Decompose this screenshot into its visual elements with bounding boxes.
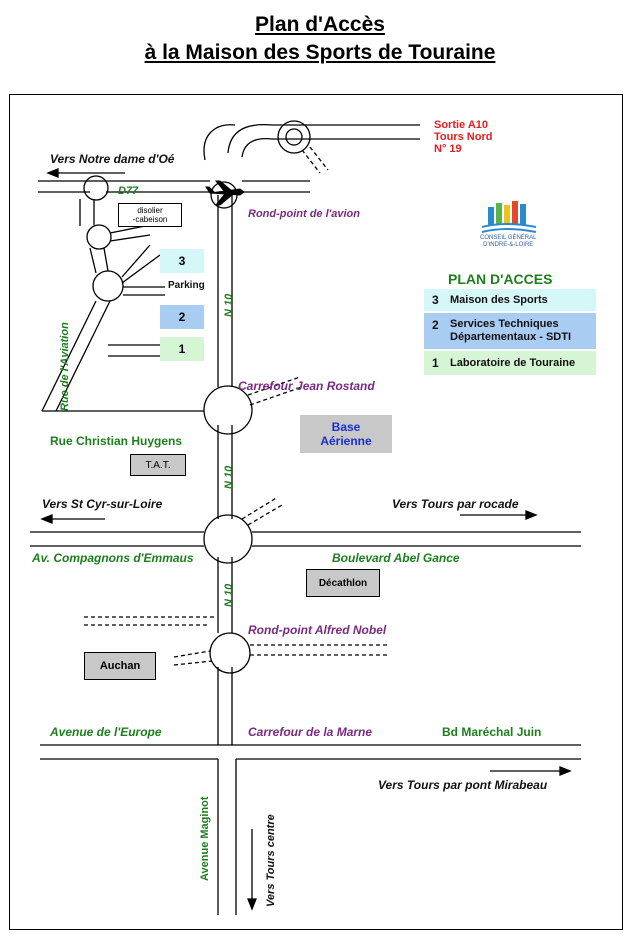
- airplane-icon: [205, 180, 245, 206]
- label-vers-tours-mirabeau: Vers Tours par pont Mirabeau: [378, 778, 548, 792]
- access-map: Sortie A10 Tours Nord N° 19 Vers Notre d…: [9, 94, 623, 930]
- label-bd-marechal-juin: Bd Maréchal Juin: [442, 725, 542, 739]
- base-aerienne-line1: Base: [331, 420, 361, 434]
- arrow-centre-head: [247, 898, 257, 911]
- rue-aviation-east: [55, 300, 111, 412]
- rostand-dashed-1: [247, 376, 301, 396]
- label-rue-huygens: Rue Christian Huygens: [50, 434, 183, 448]
- label-avenue-maginot: Avenue Maginot: [199, 796, 211, 881]
- label-avenue-europe: Avenue de l'Europe: [50, 725, 162, 739]
- a10-curve-left: [203, 124, 236, 161]
- label-vers-notre-dame: Vers Notre dame d'Oé: [50, 152, 175, 166]
- a10-ramp-inner: [241, 137, 273, 158]
- label-carrefour-rostand: Carrefour Jean Rostand: [238, 379, 375, 393]
- logo-text: CONSEIL GÉNÉRAL D'INDRE-&-LOIRE: [480, 235, 537, 248]
- rostand-dashed-2: [249, 386, 303, 406]
- a10-dashed-1: [301, 149, 321, 174]
- arrow-mirabeau-head: [559, 766, 572, 776]
- legend-item-3-text: Maison des Sports: [450, 294, 548, 306]
- legend-item-2-text: Services Techniques Départementaux - SDT…: [450, 318, 572, 343]
- label-av-compagnons: Av. Compagnons d'Emmaus: [32, 551, 194, 565]
- stub-4: [121, 254, 161, 284]
- marker-2: 2: [160, 305, 204, 329]
- arrow-st-cyr-head: [40, 514, 53, 524]
- a10-ramp-outer: [227, 123, 273, 154]
- emmaus-dashed-1: [241, 496, 279, 520]
- local-road-3: [89, 247, 97, 274]
- legend-item-2: 2 Services Techniques Départementaux - S…: [424, 313, 596, 349]
- map-title-line1: Plan d'Accès: [255, 13, 385, 36]
- label-n10-3: N 10: [223, 583, 235, 607]
- label-n10-2: N 10: [223, 465, 235, 489]
- a10-dashed-2: [309, 146, 329, 171]
- n10-top-stub: [217, 195, 233, 199]
- label-d77: D77: [118, 185, 139, 197]
- roundabout-parking: [92, 270, 124, 302]
- legend-item-2-num: 2: [432, 318, 439, 332]
- decathlon-box: Décathlon: [306, 569, 380, 597]
- base-aerienne-box: Base Aérienne: [300, 415, 392, 453]
- legend-item-1-num: 1: [432, 356, 439, 370]
- stub-3: [121, 244, 151, 278]
- label-rue-aviation: Rue de l'Aviation: [59, 322, 71, 411]
- label-vers-st-cyr: Vers St Cyr-sur-Loire: [42, 497, 163, 511]
- label-bd-abel-gance: Boulevard Abel Gance: [332, 551, 460, 565]
- arrow-rocade-head: [525, 510, 538, 520]
- marker-1: 1: [160, 337, 204, 361]
- road-network: [30, 120, 581, 915]
- tat-box: T.A.T.: [130, 454, 186, 476]
- emmaus-dashed-2: [247, 504, 283, 526]
- legend-item-1-text: Laboratoire de Touraine: [450, 357, 576, 369]
- exit-label-line2: Tours Nord: [434, 131, 493, 143]
- label-vers-tours-rocade: Vers Tours par rocade: [392, 497, 519, 511]
- a10-loop: [277, 120, 311, 154]
- conseil-general-logo-icon: [481, 201, 537, 233]
- roundabout-mid: [86, 224, 112, 250]
- exit-label-line1: Sortie A10: [434, 119, 489, 131]
- label-vers-tours-centre: Vers Tours centre: [265, 814, 277, 907]
- exit-label-line3: N° 19: [434, 143, 462, 155]
- roundabout-rostand: [203, 385, 253, 435]
- local-road-4: [103, 247, 109, 272]
- nobel-dashed-sw1: [173, 650, 211, 658]
- parking-label: Parking: [168, 280, 205, 291]
- roundabout-nobel: [209, 632, 251, 674]
- marker-3: 3: [160, 249, 204, 273]
- disolier-box: disolier -cabeison: [118, 203, 182, 227]
- label-carrefour-marne: Carrefour de la Marne: [248, 725, 373, 739]
- a10-loop-inner: [285, 128, 303, 146]
- label-rond-point-avion: Rond-point de l'avion: [248, 208, 360, 220]
- label-rond-point-nobel: Rond-point Alfred Nobel: [248, 623, 387, 637]
- legend-item-1: 1 Laboratoire de Touraine: [424, 351, 596, 375]
- rue-aviation-west: [41, 300, 97, 412]
- auchan-box: Auchan: [84, 652, 156, 680]
- legend-item-3-num: 3: [432, 293, 439, 307]
- map-title-line2: à la Maison des Sports de Touraine: [144, 41, 496, 64]
- label-n10-1: N 10: [223, 293, 235, 317]
- legend-title: PLAN D'ACCES: [448, 271, 553, 287]
- roundabout-d77: [83, 175, 109, 201]
- arrow-notre-dame-head: [46, 168, 59, 178]
- nobel-dashed-sw2: [173, 660, 213, 666]
- stub-2: [109, 234, 151, 242]
- legend-item-3: 3 Maison des Sports: [424, 289, 596, 311]
- base-aerienne-line2: Aérienne: [320, 434, 372, 448]
- roundabout-emmaus: [203, 514, 253, 564]
